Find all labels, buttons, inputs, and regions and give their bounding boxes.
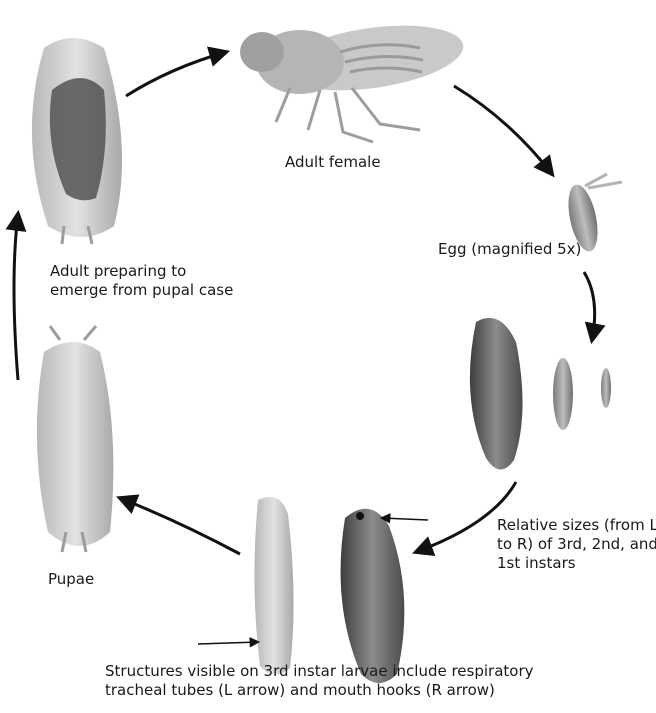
adult-in-pupal-case-image — [32, 38, 122, 244]
label-relative-sizes-line-2: to R) of 3rd, 2nd, and — [497, 535, 656, 554]
label-structures-line-1: Structures visible on 3rd instar larvae … — [105, 662, 534, 681]
label-relative-sizes: Relative sizes (from L to R) of 3rd, 2nd… — [497, 516, 656, 573]
label-relative-sizes-line-3: 1st instars — [497, 554, 656, 573]
adult-female-fly-image — [240, 15, 467, 142]
arrow-pupae-to-pupal-case — [14, 214, 18, 380]
third-instar-larvae-image — [254, 497, 404, 683]
label-adult-female: Adult female — [285, 153, 381, 172]
mouth-hooks-pointer-arrow — [382, 518, 428, 520]
instar-larvae-image — [470, 318, 611, 470]
label-relative-sizes-line-1: Relative sizes (from L — [497, 516, 656, 535]
label-structures-line-2: tracheal tubes (L arrow) and mouth hooks… — [105, 681, 534, 700]
pupa-image — [37, 326, 113, 552]
label-pupae: Pupae — [48, 570, 94, 589]
tracheal-tubes-pointer-arrow — [198, 642, 258, 644]
label-adult-preparing: Adult preparing to emerge from pupal cas… — [50, 262, 233, 300]
arrow-third-instar-to-pupae — [120, 498, 240, 554]
arrow-egg-to-larvae — [584, 272, 595, 340]
label-egg: Egg (magnified 5x) — [438, 240, 581, 259]
arrow-pupal-case-to-adult — [126, 52, 226, 96]
label-adult-preparing-line-2: emerge from pupal case — [50, 281, 233, 300]
label-adult-preparing-line-1: Adult preparing to — [50, 262, 233, 281]
label-structures: Structures visible on 3rd instar larvae … — [105, 662, 534, 700]
arrow-adult-to-egg — [454, 86, 552, 174]
